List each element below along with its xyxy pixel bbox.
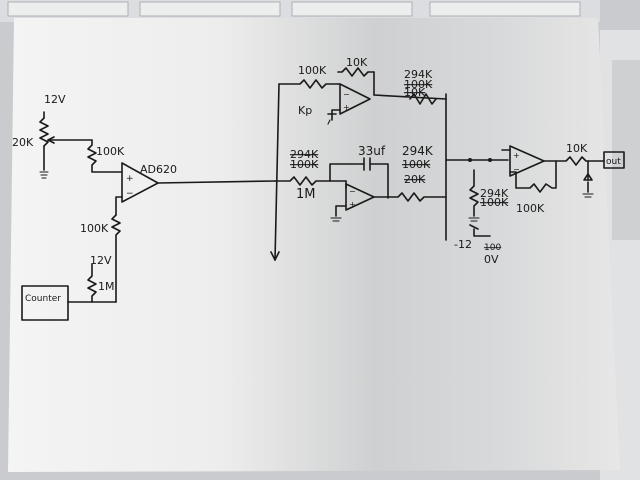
svg-text:+: + xyxy=(126,174,134,184)
svg-text:−: − xyxy=(126,189,134,199)
label-r-100k-low-strike: 100K xyxy=(480,196,509,209)
counter-box xyxy=(21,285,69,321)
label-r-294k-mid: 294K xyxy=(290,148,319,161)
label-r-10k-top-strike: 10K xyxy=(404,86,426,99)
integrator-block: − + xyxy=(274,157,447,222)
label-ov-struck: 100 xyxy=(484,243,501,253)
label-r-294k-top: 294K xyxy=(404,68,433,81)
pot-20k xyxy=(39,111,93,179)
label-pot-20k: 20K xyxy=(12,136,34,149)
keyboard-keys xyxy=(7,1,581,17)
label-r-100k-fb: 100K xyxy=(298,64,327,77)
label-r-100k-top-strike: 100K xyxy=(404,78,433,91)
label-r-10k-out: 10K xyxy=(566,142,588,155)
kp-pin xyxy=(327,119,331,125)
label-neg12: -12 xyxy=(454,238,472,251)
label-supply-top: 12V xyxy=(44,93,66,106)
label-r-10k-fb: 10K xyxy=(346,56,368,69)
label-r-20k: 20K xyxy=(404,173,426,186)
right-device-key xyxy=(612,60,640,240)
label-amp-name: AD620 xyxy=(140,163,177,176)
label-r-1m-left: 1M xyxy=(98,280,115,293)
label-c-33: 33uf xyxy=(358,144,386,158)
ad620-amp: + − xyxy=(115,162,276,216)
label-counter-box: Counter xyxy=(25,294,61,304)
paper-sheet xyxy=(8,18,620,472)
opamp-out: + − xyxy=(501,145,605,198)
svg-text:−: − xyxy=(343,90,350,99)
resistor-100k-b xyxy=(111,214,121,303)
opamp-top: − + xyxy=(327,83,371,121)
svg-text:−: − xyxy=(513,165,520,174)
vertical-bus xyxy=(270,83,280,261)
label-r-294k-low: 294K xyxy=(480,187,509,200)
summing-node xyxy=(445,158,509,237)
resistor-1m-left xyxy=(67,263,117,303)
out-box xyxy=(603,151,625,169)
label-r-100k-mid-strike: 100K xyxy=(290,158,319,171)
label-r-1m-mid: 1M xyxy=(296,187,316,202)
svg-text:+: + xyxy=(343,103,350,112)
resistor-100k-a xyxy=(87,139,123,173)
top-feedback-network xyxy=(278,67,447,241)
svg-text:+: + xyxy=(513,151,520,160)
label-r-100k-a: 100K xyxy=(96,145,125,158)
label-supply-12v-b: 12V xyxy=(90,254,112,267)
label-r-100k-out: 100K xyxy=(516,202,545,215)
label-r-294k-right: 294K xyxy=(402,144,434,158)
svg-text:+: + xyxy=(349,200,356,209)
label-r-100k-right-strike: 100K xyxy=(402,158,431,171)
label-out-box: out xyxy=(606,157,621,167)
svg-text:−: − xyxy=(349,187,356,196)
label-ov: 0V xyxy=(484,253,499,266)
label-kp: Kp xyxy=(298,104,312,117)
label-r-100k-b: 100K xyxy=(80,222,109,235)
